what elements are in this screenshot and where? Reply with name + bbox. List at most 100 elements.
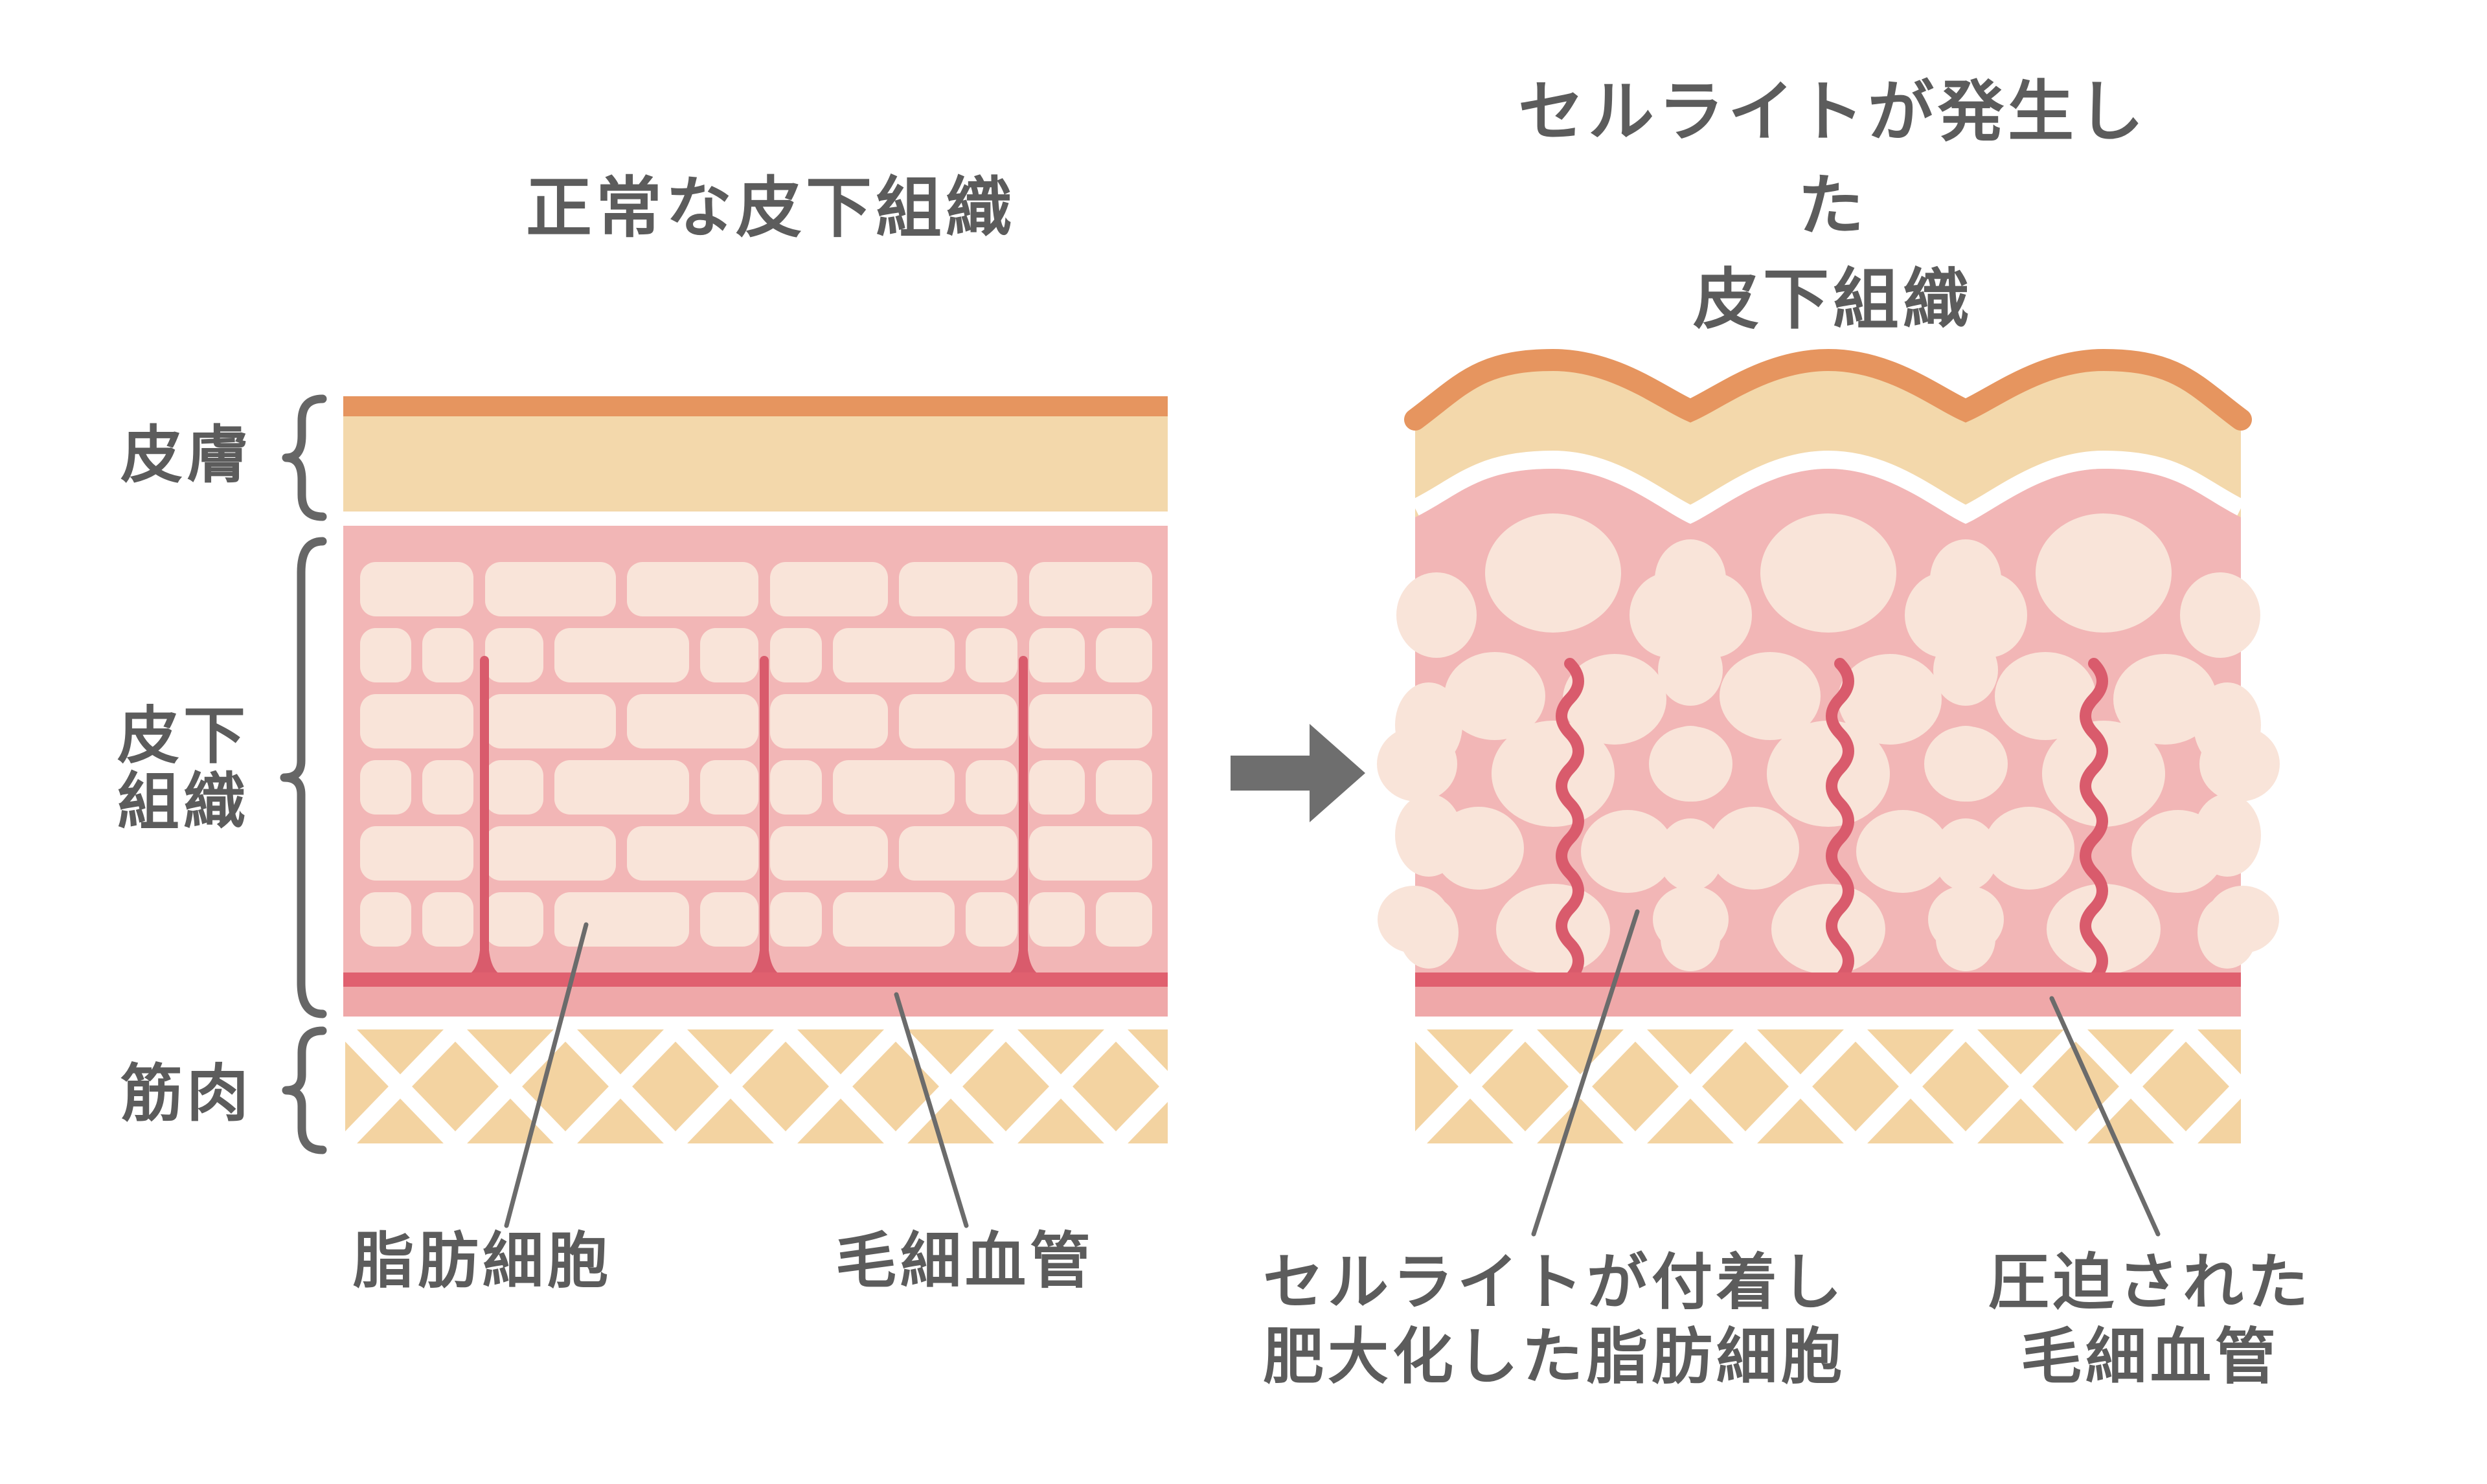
enlarged-fat-cell [1661, 906, 1720, 971]
enlarged-fat-cell [2047, 884, 2161, 974]
capillary-flare [1006, 940, 1040, 975]
fat-cell [627, 694, 758, 748]
epidermis-layer [343, 396, 1168, 416]
deep-subcutis-strip [1415, 987, 2241, 1017]
capillary-pointer-line [894, 992, 969, 1228]
fat-cell [422, 892, 473, 947]
compressed-capillaries [1556, 658, 2108, 986]
fat-cell [485, 562, 616, 616]
enlarged-fat-cell [2197, 896, 2257, 969]
fat-cell [360, 562, 473, 616]
fat-cell [1096, 892, 1152, 947]
cellulite-tissue-panel [1377, 348, 2280, 1143]
fat-cell-caption: 脂肪細胞 [352, 1226, 613, 1295]
fat-cell [554, 760, 689, 815]
capillary-flare [468, 940, 501, 975]
enlarged-fat-cell [1492, 721, 1615, 827]
fat-cell [485, 760, 543, 815]
fat-cell [360, 694, 473, 748]
muscle-layer [1415, 1029, 2241, 1143]
enlarged-fat-cell [2194, 794, 2261, 877]
enlarged-fat-cell [2042, 721, 2165, 827]
fat-cell [1029, 562, 1152, 616]
fat-cell [700, 628, 758, 682]
fat-cell [485, 628, 543, 682]
enlarged-fat-cell [2036, 513, 2172, 633]
skin-subcutis-gap [1411, 450, 2245, 525]
enlarged-fat-cell [1395, 794, 1462, 877]
fat-cell [554, 628, 689, 682]
compressed-capillary [2080, 658, 2108, 986]
enlarged-fat-cells [1377, 513, 2280, 974]
compressed-capillary-caption: 圧迫された 毛細血管 [1988, 1248, 2313, 1390]
fat-cell [1029, 628, 1085, 682]
compressed-capillary-pointer-line [2049, 996, 2161, 1237]
fat-cell [554, 892, 689, 947]
fat-cell-pointer-line [504, 922, 589, 1228]
deep-subcutis-strip [343, 987, 1168, 1017]
muscle-layer-label: 筋肉 [120, 1059, 253, 1129]
capillary-caption: 毛細血管 [835, 1226, 1095, 1295]
muscle-layer [345, 1029, 1168, 1143]
subcutaneous-layer-label: 皮下 組織 [117, 701, 249, 837]
enlarged-fat-cell [1933, 818, 1998, 891]
enlarged-fat-cell [1767, 721, 1890, 827]
enlarged-fat-cell [1655, 539, 1726, 620]
fat-cell [1096, 628, 1152, 682]
enlarged-fat-cell [1563, 654, 1666, 745]
skin-brace-icon [282, 394, 327, 521]
dermis-layer [343, 416, 1168, 512]
enlarged-fat-cell [1658, 635, 1723, 706]
fat-cell [1029, 826, 1152, 881]
normal-tissue-panel [343, 396, 1168, 1143]
enlarged-fat-cell [1399, 896, 1459, 969]
fat-cell [770, 694, 888, 748]
fat-cell [360, 892, 411, 947]
fat-cell [360, 826, 473, 881]
fat-cell [833, 628, 955, 682]
fat-cell [899, 562, 1017, 616]
left-panel-title: 正常な皮下組織 [526, 171, 1016, 245]
skin-layer-label: 皮膚 [120, 421, 253, 491]
right-panel-title: セルライトが発生した 皮下組織 [1518, 74, 2148, 337]
enlarged-fat-cell [1935, 726, 1997, 796]
fat-cell [700, 892, 758, 947]
enlarged-fat-cell [1838, 654, 1942, 745]
capillaries [468, 656, 1040, 976]
enlarged-fat-cell [2194, 682, 2261, 768]
capillary-bed-line [343, 972, 1168, 987]
muscle-brace-icon [282, 1026, 327, 1154]
enlarged-fat-cell [2113, 654, 2217, 745]
fat-cell [360, 760, 411, 815]
enlarged-fat-cell [1856, 810, 1949, 893]
fat-cell [833, 892, 955, 947]
fat-cell [360, 628, 411, 682]
fat-cell [1029, 892, 1085, 947]
fat-cell [485, 826, 616, 881]
fat-cell [627, 826, 758, 881]
fat-cell [770, 562, 888, 616]
right-arrow-icon [1231, 724, 1365, 822]
enlarged-fat-cell [1485, 513, 1621, 633]
fat-cell [899, 826, 1017, 881]
fat-cell [1029, 760, 1085, 815]
annotation-lines [504, 909, 2161, 1237]
fat-cell [485, 892, 543, 947]
enlarged-fat-cell [1936, 906, 1995, 971]
cellulite-fat-cell-pointer-line [1531, 909, 1640, 1237]
enlarged-fat-cell [1720, 652, 1821, 740]
enlarged-fat-cell [1658, 818, 1723, 891]
enlarged-fat-cell [2196, 575, 2258, 655]
capillary-flare [747, 940, 781, 975]
fat-cells [360, 562, 1152, 947]
fat-cell [966, 892, 1017, 947]
cellulite-fat-cell-caption: セルライトが付着し 肥大化した脂肪細胞 [1262, 1248, 1846, 1390]
fat-cell [770, 892, 822, 947]
fat-cell [1029, 694, 1152, 748]
enlarged-fat-cell [1398, 575, 1460, 655]
enlarged-fat-cell [1581, 810, 1674, 893]
fat-cell [770, 628, 822, 682]
fat-cell [770, 760, 822, 815]
capillary-bed-line [1415, 972, 2241, 987]
